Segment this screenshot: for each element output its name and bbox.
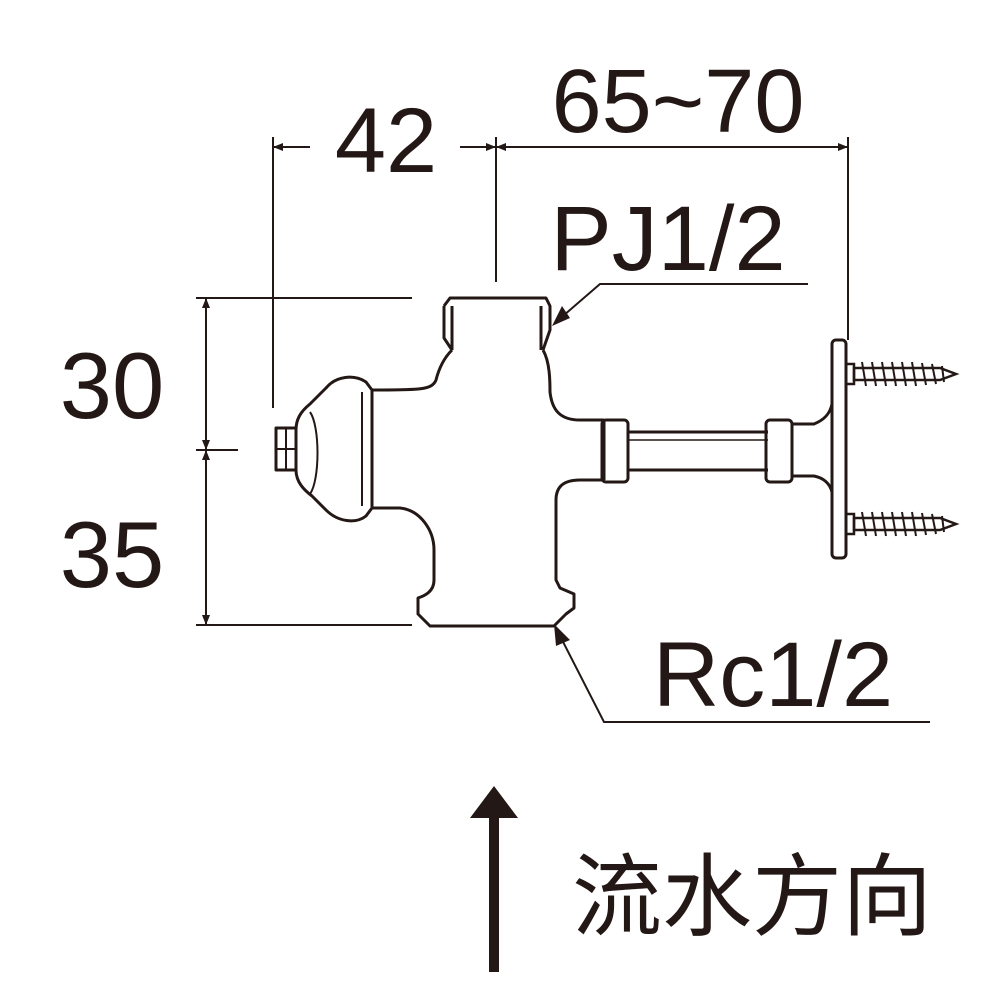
- dimension-height: 30 35: [60, 297, 412, 626]
- dimension-label-35: 35: [60, 502, 165, 607]
- flow-direction-indicator: 流水方向: [470, 786, 932, 972]
- callout-bottom-connection: Rc1/2: [554, 624, 930, 726]
- callout-label-rc: Rc1/2: [653, 624, 893, 726]
- dimension-width-left: 42: [272, 90, 497, 408]
- dimension-label-42: 42: [335, 90, 437, 192]
- flow-direction-label: 流水方向: [572, 848, 932, 948]
- callout-label-pj: PJ1/2: [550, 188, 785, 290]
- callout-top-connection: PJ1/2: [550, 188, 808, 326]
- valve-body: [274, 296, 848, 628]
- wood-screw-upper: [844, 361, 960, 387]
- wood-screw-lower: [844, 511, 960, 537]
- dimension-label-30: 30: [60, 333, 165, 438]
- dimension-label-65-70: 65~70: [552, 52, 805, 152]
- dimension-width-right: 65~70: [496, 52, 849, 340]
- arrow-up-icon: [470, 786, 518, 972]
